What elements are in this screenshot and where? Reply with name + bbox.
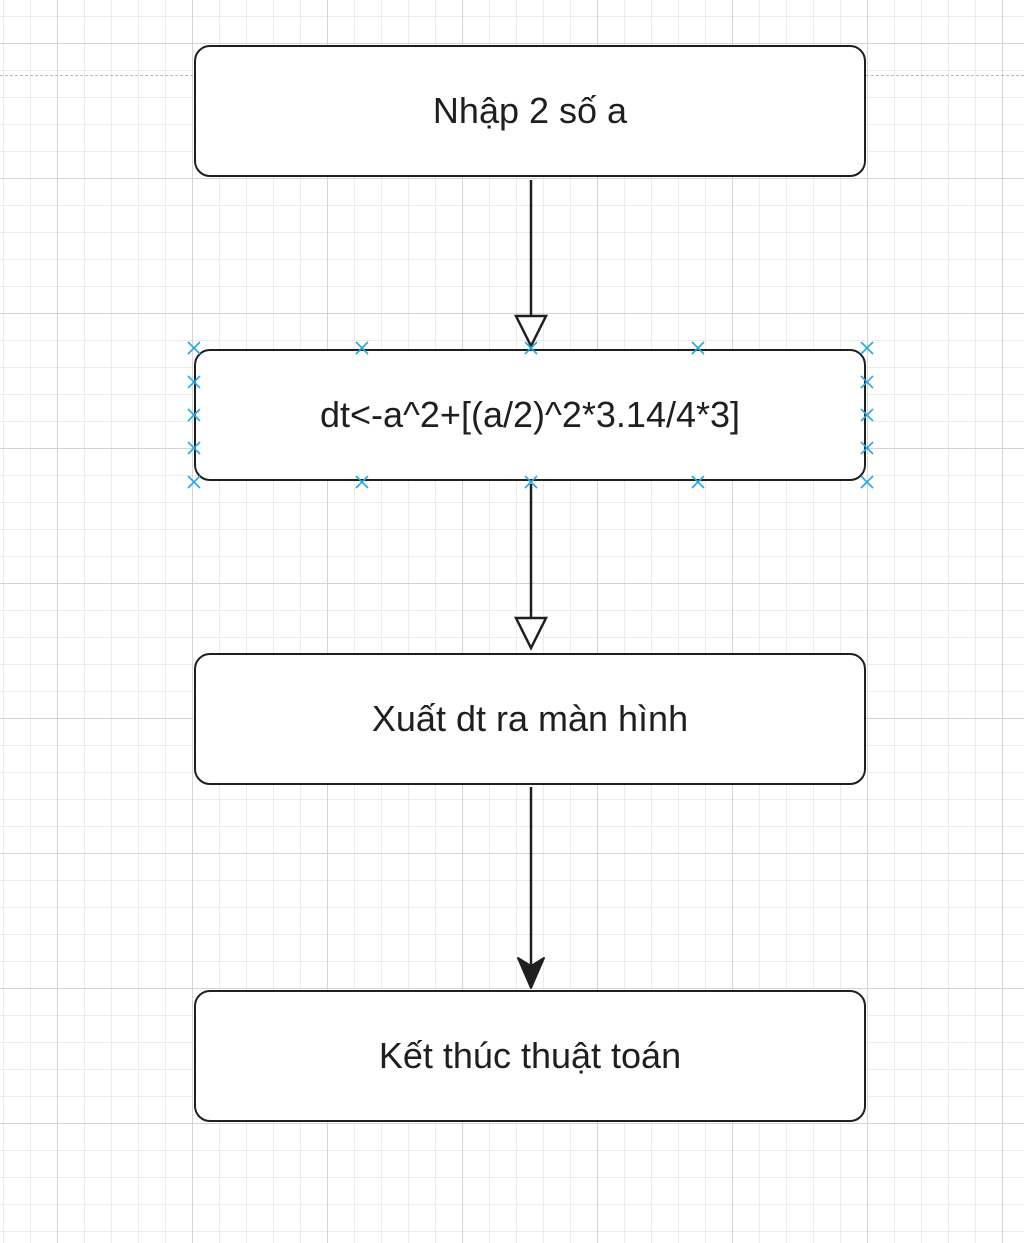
edge-input-to-compute[interactable] xyxy=(513,180,549,349)
node-label: Kết thúc thuật toán xyxy=(378,1035,682,1076)
open-arrowhead xyxy=(513,314,549,349)
process-node-output[interactable]: Xuất dt ra màn hình xyxy=(194,653,866,785)
edge-output-to-end[interactable] xyxy=(517,787,545,989)
node-label: dt<-a^2+[(a/2)^2*3.14/4*3] xyxy=(319,394,741,435)
node-label: Nhập 2 số a xyxy=(432,90,628,131)
edge-compute-to-output[interactable] xyxy=(513,484,549,651)
node-label: Xuất dt ra màn hình xyxy=(371,698,689,739)
filled-arrowhead xyxy=(517,957,545,989)
process-node-end[interactable]: Kết thúc thuật toán xyxy=(194,990,866,1122)
process-node-compute[interactable]: dt<-a^2+[(a/2)^2*3.14/4*3] xyxy=(194,349,866,481)
open-arrowhead xyxy=(513,616,549,651)
process-node-input[interactable]: Nhập 2 số a xyxy=(194,45,866,177)
